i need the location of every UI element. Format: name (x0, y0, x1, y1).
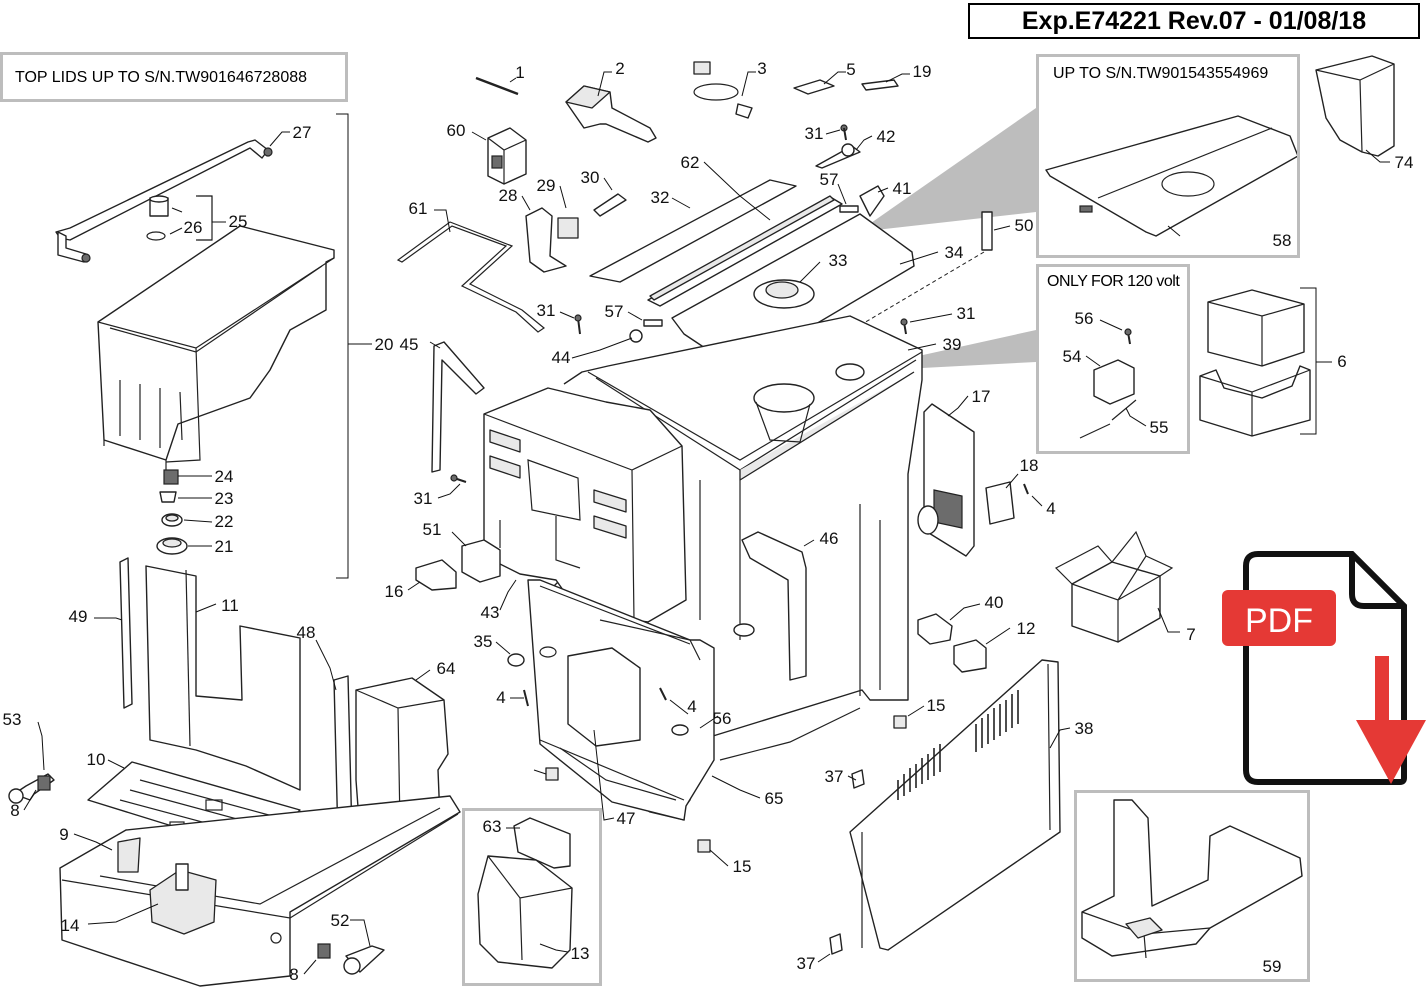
top-lids-note: TOP LIDS UP TO S/N.TW901646728088 (0, 52, 348, 102)
part-label: 4 (496, 688, 505, 707)
part-label: 28 (499, 186, 518, 205)
only-120v-note-text: ONLY FOR 120 volt (1047, 273, 1180, 290)
part-label: 49 (69, 607, 88, 626)
part-label: 31 (414, 489, 433, 508)
part-label: 32 (651, 188, 670, 207)
part-label: 50 (1015, 216, 1034, 235)
part-label: 16 (385, 582, 404, 601)
pdf-badge (1222, 590, 1336, 646)
part-label: 55 (1150, 418, 1169, 437)
revision-title: Exp.E74221 Rev.07 - 01/08/18 (1021, 6, 1367, 35)
part-label: 43 (481, 603, 500, 622)
part-label: 58 (1273, 231, 1292, 250)
part-label: 44 (552, 348, 571, 367)
leader-lines (23, 71, 1390, 975)
pdf-download-icon[interactable]: PDF (1222, 548, 1428, 788)
part-label: 31 (537, 301, 556, 320)
part-label: 48 (297, 623, 316, 642)
part-label: 37 (797, 954, 816, 973)
part-label: 19 (913, 62, 932, 81)
download-arrow-icon (1375, 656, 1389, 726)
part-label: 52 (331, 911, 350, 930)
base-detail-box (1074, 790, 1310, 982)
part-label: 3 (757, 59, 766, 78)
part-label: 15 (733, 857, 752, 876)
part-label: 65 (765, 789, 784, 808)
only-120v-note: ONLY FOR 120 volt (1036, 264, 1190, 454)
part-label: 62 (681, 153, 700, 172)
part-label: 20 (375, 335, 394, 354)
part-label: 54 (1063, 347, 1082, 366)
part-label: 46 (820, 529, 839, 548)
part-label: 8 (10, 801, 19, 820)
part-label: 74 (1395, 153, 1414, 172)
part-label: 39 (943, 335, 962, 354)
part-label: 27 (293, 123, 312, 142)
up-to-sn-note: UP TO S/N.TW901543554969 (1036, 54, 1300, 258)
top-lids-note-text: TOP LIDS UP TO S/N.TW901646728088 (15, 69, 308, 86)
part-label: 41 (893, 179, 912, 198)
pdf-label: PDF (1245, 602, 1313, 640)
part-label: 2 (615, 59, 624, 78)
part-label: 51 (423, 520, 442, 539)
part-label: 57 (605, 302, 624, 321)
main-chassis (415, 315, 1174, 955)
part-label: 21 (215, 537, 234, 556)
part-label: 56 (1075, 309, 1094, 328)
part-label: 4 (1046, 499, 1055, 518)
part-label: 60 (447, 121, 466, 140)
part-label: 24 (215, 467, 234, 486)
part-label: 25 (229, 212, 248, 231)
part-label: 14 (61, 916, 80, 935)
part-label: 29 (537, 176, 556, 195)
part-label: 33 (829, 251, 848, 270)
part-label: 5 (846, 60, 855, 79)
cup-tray-detail-box (462, 808, 602, 986)
part-label: 11 (221, 596, 239, 615)
part-label: 8 (289, 965, 298, 984)
part-label: 64 (437, 659, 456, 678)
part-label: 63 (483, 817, 502, 836)
part-label: 61 (409, 199, 428, 218)
part-label: 23 (215, 489, 234, 508)
part-label: 10 (87, 750, 106, 769)
part-label: 56 (713, 709, 732, 728)
part-label: 34 (945, 243, 964, 262)
part-label: 35 (474, 632, 493, 651)
part-label: 9 (59, 825, 68, 844)
part-label: 4 (687, 697, 696, 716)
callout-wedge-top-lid (858, 108, 1036, 232)
part-label: 57 (820, 170, 839, 189)
part-label: 37 (825, 767, 844, 786)
part-label: 59 (1263, 957, 1282, 976)
drip-tray-group (8, 557, 461, 987)
part-label: 13 (571, 944, 590, 963)
part-label: 31 (805, 124, 824, 143)
part-label: 7 (1186, 625, 1195, 644)
part-label: 22 (215, 512, 234, 531)
part-label: 30 (581, 168, 600, 187)
document-revision-header: Exp.E74221 Rev.07 - 01/08/18 (968, 3, 1420, 39)
right-detail-parts (477, 55, 1395, 969)
part-label: 47 (617, 809, 636, 828)
part-label: 17 (972, 387, 991, 406)
part-label: 38 (1075, 719, 1094, 738)
part-label: 40 (985, 593, 1004, 612)
up-to-sn-note-text: UP TO S/N.TW901543554969 (1053, 65, 1269, 82)
part-label: 6 (1337, 352, 1346, 371)
part-label: 26 (184, 218, 203, 237)
part-label: 53 (3, 710, 22, 729)
part-label: 45 (400, 335, 419, 354)
part-label: 42 (877, 127, 896, 146)
part-label: 18 (1020, 456, 1039, 475)
part-label: 15 (927, 696, 946, 715)
part-label: 31 (957, 304, 976, 323)
part-label: 1 (515, 63, 524, 82)
part-label: 12 (1017, 619, 1036, 638)
water-tank-group (55, 139, 335, 555)
